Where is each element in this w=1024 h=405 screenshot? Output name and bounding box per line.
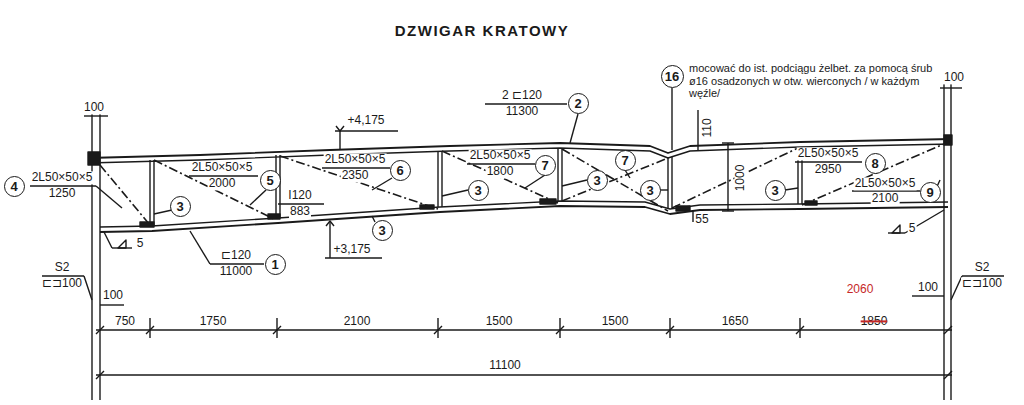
callout-number: 3: [176, 200, 183, 213]
callout-number: 3: [593, 174, 600, 187]
drawing-title: DZWIGAR KRATOWY: [395, 22, 569, 39]
callout-circle: 2: [568, 93, 589, 114]
callout-circle: 5: [260, 170, 281, 191]
callout-circle: 3: [765, 180, 786, 201]
support-mark: S2: [974, 261, 991, 274]
dimension-label: 1000: [734, 164, 747, 193]
member-length: 2350: [341, 169, 370, 182]
member-length: 1250: [48, 187, 77, 200]
member-length: 1800: [486, 165, 515, 178]
callout-circle: 1: [265, 254, 286, 275]
member-length: 11000: [219, 265, 253, 278]
member-size: ⊏120: [220, 249, 252, 262]
callout-circle: 3: [640, 180, 661, 201]
callout-circle: 3: [372, 220, 393, 241]
dimension-label: 100: [102, 289, 124, 302]
support-mark: S2: [54, 261, 71, 274]
dimension-label: 100: [83, 101, 105, 114]
dimension-label: 1750: [199, 315, 228, 328]
callout-circle: 9: [920, 182, 941, 203]
callout-number: 2: [574, 97, 581, 110]
dimension-label: 750: [114, 315, 136, 328]
callout-number: 4: [10, 180, 17, 193]
member-size: 2L50×50×5: [324, 153, 387, 166]
callout-number: 1: [271, 258, 278, 271]
callout-circle: 16: [661, 65, 684, 88]
dimension-label: 1650: [721, 315, 750, 328]
callout-number: 3: [378, 224, 385, 237]
member-size: 2L50×50×5: [854, 177, 917, 190]
member-length: 883: [289, 205, 311, 218]
callout-circle: 7: [535, 155, 556, 176]
dimension-label: 1500: [485, 315, 514, 328]
weld-size: 5: [136, 237, 145, 250]
callout-circle: 8: [865, 153, 886, 174]
dimension-label: 2100: [343, 315, 372, 328]
dimension-label: 11100: [488, 359, 522, 372]
callout-number: 16: [665, 70, 679, 83]
level-label: +3,175: [332, 243, 371, 256]
callout-circle: 6: [390, 160, 411, 181]
callout-circle: 3: [170, 196, 191, 217]
callout-circle: 3: [587, 170, 608, 191]
dimension-label: 100: [917, 281, 939, 294]
dimension-label: 110: [701, 117, 714, 138]
fixing-note: mocować do ist. podciągu żelbet. za pomo…: [688, 62, 940, 100]
callout-number: 7: [541, 159, 548, 172]
member-size: I120: [287, 189, 312, 202]
weld-size: 5: [908, 222, 917, 235]
callout-number: 3: [771, 184, 778, 197]
callout-number: 7: [621, 154, 628, 167]
dimension-label: 1850: [860, 315, 889, 328]
callout-number: 6: [396, 164, 403, 177]
member-length: 2100: [871, 192, 900, 205]
member-length: 2950: [814, 163, 843, 176]
dimension-label: 100: [943, 71, 965, 84]
member-size: 2L50×50×5: [31, 171, 94, 184]
member-size: 2 ⊏120: [501, 89, 543, 102]
member-length: 11300: [505, 105, 539, 118]
callout-circle: 3: [468, 180, 489, 201]
level-label: +4,175: [346, 114, 385, 127]
correction-label: 2060: [846, 283, 875, 296]
member-size: 2L50×50×5: [469, 149, 532, 162]
callout-number: 3: [474, 184, 481, 197]
callout-circle: 7: [615, 150, 636, 171]
callout-number: 3: [646, 184, 653, 197]
dimension-label: 1500: [601, 315, 630, 328]
callout-number: 9: [926, 186, 933, 199]
support-section: ⊏⊐100: [961, 277, 1003, 290]
member-size: 2L50×50×5: [797, 147, 860, 160]
member-size: 2L50×50×5: [191, 161, 254, 174]
callout-circle: 4: [4, 176, 25, 197]
callout-number: 5: [266, 174, 273, 187]
callout-number: 8: [871, 157, 878, 170]
member-length: 2000: [208, 177, 237, 190]
dimension-label: 55: [694, 213, 709, 226]
support-section: ⊏⊐100: [41, 277, 83, 290]
